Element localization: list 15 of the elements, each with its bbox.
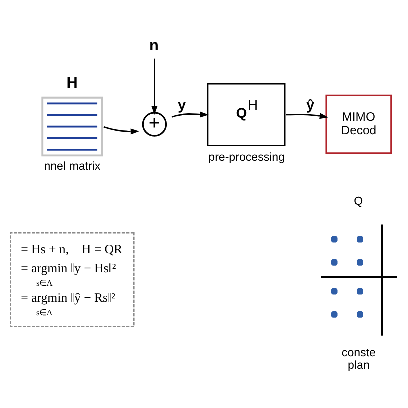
node-label: pre-processing bbox=[208, 151, 286, 164]
node-box bbox=[42, 96, 104, 156]
arrow bbox=[152, 58, 158, 114]
label: conste plan bbox=[342, 346, 376, 372]
arrow bbox=[286, 112, 329, 119]
label: Q bbox=[354, 195, 364, 208]
arrow bbox=[172, 111, 209, 118]
node-circle: + bbox=[142, 112, 168, 136]
edge-label: y bbox=[178, 96, 186, 113]
node-label: nnel matrix bbox=[44, 160, 101, 172]
node-label: H bbox=[66, 74, 78, 92]
node-text: n bbox=[150, 36, 159, 54]
arrow bbox=[104, 126, 140, 134]
edge-label: ŷ bbox=[306, 96, 314, 113]
node-box: MIMO Decod bbox=[326, 94, 392, 154]
